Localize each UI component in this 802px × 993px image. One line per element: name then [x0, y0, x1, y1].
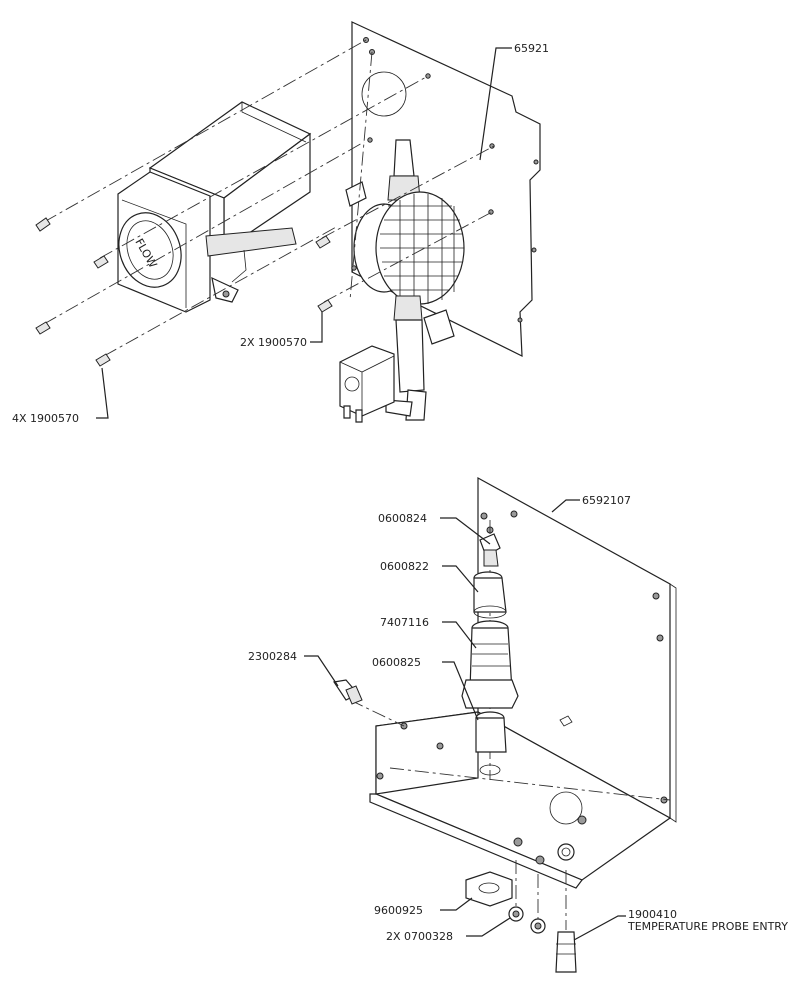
bracket-6592107: [369, 476, 677, 889]
label-1900410: 1900410: [628, 908, 677, 921]
label-9600925: 9600925: [374, 904, 423, 917]
top-screws: [35, 217, 333, 367]
label-4x-1900570: 4X 1900570: [12, 412, 79, 425]
label-0600822: 0600822: [380, 560, 429, 573]
label-0600825: 0600825: [372, 656, 421, 669]
bottom-assembly: 6592107 0600824 0600822 7407116 0600825 …: [248, 476, 788, 973]
label-6592107: 6592107: [582, 494, 631, 507]
probe-fitting-2300284: [332, 679, 363, 705]
top-labels: 65921 2X 1900570 4X 1900570: [12, 42, 549, 425]
hardware-parts: [465, 871, 577, 973]
label-temperature-probe-entry: TEMPERATURE PROBE ENTRY: [627, 920, 788, 933]
label-7407116: 7407116: [380, 616, 429, 629]
solenoid-valve: [339, 345, 395, 423]
fitting-stack: [461, 533, 519, 776]
bottom-labels: 6592107 0600824 0600822 7407116 0600825 …: [248, 494, 788, 943]
top-center-lines: [43, 39, 495, 357]
label-2x-1900570: 2X 1900570: [240, 336, 307, 349]
pump-cover-grid: [380, 194, 464, 304]
flow-meter-housing: FLOW: [117, 101, 312, 313]
mounting-plate-65921: [351, 21, 541, 357]
top-assembly: FLOW: [12, 21, 549, 425]
label-2300284: 2300284: [248, 650, 297, 663]
label-0600824: 0600824: [378, 512, 427, 525]
label-2x-0700328: 2X 0700328: [386, 930, 453, 943]
label-65921: 65921: [514, 42, 549, 55]
pump-assembly: [345, 139, 465, 421]
